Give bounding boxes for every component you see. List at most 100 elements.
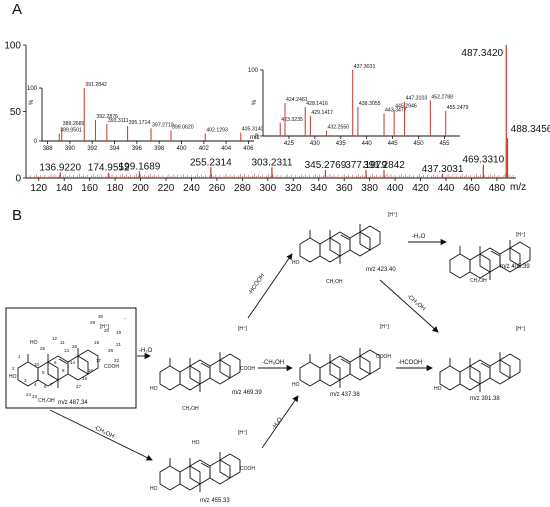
y-tick-label: 100 bbox=[27, 86, 38, 92]
atom-number: 3 bbox=[24, 378, 27, 383]
label-a3: -H₂O bbox=[412, 234, 426, 240]
peak-label: 443.3477 bbox=[385, 108, 407, 114]
p437-mz: m/z 437.38 bbox=[330, 392, 360, 398]
peak-label: 429.1417 bbox=[311, 110, 333, 116]
p469-mz: m/z 469.39 bbox=[232, 390, 262, 396]
atom-number: 25 bbox=[40, 346, 46, 351]
parent-ho-left: HO bbox=[9, 374, 17, 380]
p469-charge: [H⁺] bbox=[238, 326, 248, 332]
product-469: HO CH₂OH COOH [H⁺] m/z 469.39 bbox=[150, 326, 262, 412]
peak-label: 428.1416 bbox=[306, 101, 328, 107]
parent-minus: - bbox=[124, 316, 126, 322]
peak-label: 389.2689 bbox=[63, 121, 85, 127]
label-a2: -HCOOH bbox=[247, 273, 266, 296]
atom-number: 14 bbox=[70, 360, 76, 365]
parent-box bbox=[5, 307, 137, 409]
inset-left-y-label: % bbox=[29, 99, 35, 105]
product-405: CH₂OH [H⁺] m/z 405.39 bbox=[449, 232, 531, 284]
x-tick-label: 400 bbox=[387, 183, 404, 194]
atom-number: 18 bbox=[94, 340, 100, 345]
atom-number: 29 bbox=[90, 320, 96, 325]
peak-label: 438.3055 bbox=[359, 101, 381, 107]
atom-number: 13 bbox=[64, 348, 70, 353]
x-tick-label: 480 bbox=[489, 183, 506, 194]
product-437: HO COOH [H⁺] m/z 437.38 bbox=[292, 324, 391, 398]
x-tick-label: 425 bbox=[284, 141, 295, 147]
inset-left-x-label: m/z bbox=[250, 135, 260, 141]
p469-cooh: COOH bbox=[240, 366, 255, 372]
p423-ho: HO bbox=[292, 260, 300, 266]
atom-number: 11 bbox=[60, 340, 65, 345]
atom-number: 1 bbox=[18, 354, 21, 359]
arrow-469-423 bbox=[247, 253, 293, 319]
x-tick-label: 445 bbox=[388, 141, 399, 147]
peak-label: 392.2876 bbox=[96, 114, 118, 120]
product-391: HO [H⁺] m/z 391.38 bbox=[434, 326, 526, 402]
label-a1: -H₂O bbox=[139, 348, 153, 354]
p455-ho: HO bbox=[150, 486, 158, 492]
peak-label: 405.3140 bbox=[242, 127, 264, 133]
label-a5: -CH₃OH bbox=[405, 294, 426, 313]
x-tick-label: 440 bbox=[362, 141, 373, 147]
peak-label: 395.1714 bbox=[129, 120, 151, 126]
x-tick-label: 394 bbox=[110, 146, 121, 152]
atom-number: 21 bbox=[116, 342, 122, 347]
x-tick-label: 450 bbox=[414, 141, 425, 147]
x-tick-label: 220 bbox=[158, 183, 175, 194]
atom-number: 23 bbox=[32, 394, 38, 399]
inset-right-y-label: % bbox=[252, 99, 258, 105]
atom-number: 24 bbox=[26, 392, 32, 397]
peak-label: 377.1979 bbox=[345, 160, 387, 171]
x-tick-label: 440 bbox=[438, 183, 455, 194]
p469-ho: HO bbox=[150, 386, 158, 392]
parent-ho-top: HO bbox=[30, 340, 38, 346]
peak-label: 452.2788 bbox=[431, 94, 453, 100]
p423-charge: [H⁺] bbox=[388, 212, 398, 218]
reaction-arrows bbox=[49, 238, 447, 461]
peak-label: 255.2314 bbox=[190, 157, 232, 168]
atom-number: 27 bbox=[76, 384, 82, 389]
peak-label: 391.2842 bbox=[85, 82, 107, 88]
parent-mz: m/z 487.34 bbox=[58, 400, 88, 406]
peak-label: 437.3031 bbox=[422, 164, 464, 175]
product-423: HO CH₂OH [H⁺] m/z 423.40 bbox=[292, 212, 398, 285]
peak-label: 432.2550 bbox=[328, 125, 350, 131]
label-a4: -CH₃OH bbox=[262, 360, 284, 366]
p437-cooh: COOH bbox=[376, 354, 391, 360]
atom-number: 28 bbox=[108, 348, 114, 353]
atom-number: 2 bbox=[12, 366, 15, 371]
peak-label: 199.1689 bbox=[119, 161, 161, 172]
p423-ch2oh: CH₂OH bbox=[326, 279, 343, 285]
y-tick-label: 100 bbox=[4, 40, 21, 51]
x-tick-label: 460 bbox=[463, 183, 480, 194]
atom-number: 19 bbox=[116, 330, 122, 335]
x-tick-label: 396 bbox=[132, 146, 143, 152]
peak-label: 487.3420 bbox=[461, 48, 503, 59]
peak-label: 389.0501 bbox=[60, 128, 82, 134]
x-tick-label: 160 bbox=[81, 183, 98, 194]
p405-charge: [H⁺] bbox=[516, 232, 526, 238]
peak-label: 402.1293 bbox=[206, 128, 228, 134]
label-a6: -HCOOH bbox=[398, 360, 422, 366]
x-tick-label: 392 bbox=[87, 146, 98, 152]
x-tick-label: 388 bbox=[43, 146, 54, 152]
y-tick-label: 100 bbox=[248, 68, 259, 74]
x-tick-label: 380 bbox=[361, 183, 378, 194]
x-tick-label: 398 bbox=[154, 146, 165, 152]
p391-mz: m/z 391.38 bbox=[470, 396, 500, 402]
p437-ho: HO bbox=[292, 382, 300, 388]
product-455: HO HO COOH [H⁺] m/z 455.33 bbox=[150, 430, 255, 504]
peak-label: 136.9220 bbox=[39, 163, 81, 174]
p405-mz: m/z 405.39 bbox=[500, 264, 530, 270]
x-tick-label: 390 bbox=[65, 146, 76, 152]
atom-number: 8 bbox=[62, 368, 65, 373]
x-tick-label: 240 bbox=[183, 183, 200, 194]
atom-number: 4 bbox=[34, 382, 37, 387]
arrow-455-437 bbox=[261, 395, 299, 449]
peak-label: 424.2461 bbox=[286, 97, 308, 103]
x-tick-label: 360 bbox=[336, 183, 353, 194]
x-tick-label: 455 bbox=[439, 141, 450, 147]
